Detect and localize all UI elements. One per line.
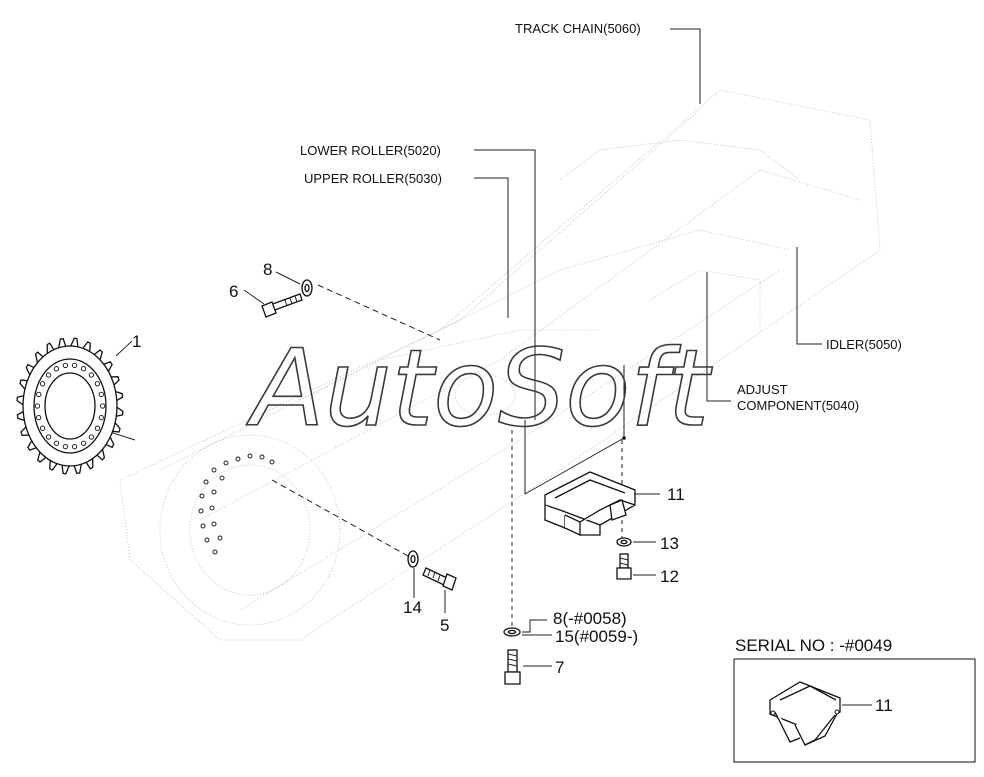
washer-part-13	[616, 537, 632, 547]
serial-inset: SERIAL NO : -#0049 11	[733, 636, 976, 763]
callout-12: 12	[660, 567, 679, 586]
sprocket-bolt-hole	[99, 403, 106, 409]
sprocket-bolt-hole	[88, 372, 95, 378]
callout-6: 6	[229, 282, 238, 301]
sprocket-part-1	[16, 337, 124, 475]
sprocket-bolt-hole	[53, 440, 60, 446]
label-idler: IDLER(5050)	[826, 337, 902, 352]
washer-part-8	[301, 279, 313, 297]
label-upper-roller: UPPER ROLLER(5030)	[304, 171, 442, 186]
bolt-part-12	[616, 553, 632, 580]
callout-11: 11	[667, 485, 685, 504]
sprocket-bolt-hole	[98, 414, 104, 421]
callout-8: 8	[263, 260, 272, 279]
inset-title: SERIAL NO : -#0049	[735, 636, 892, 655]
callout-7: 7	[555, 658, 564, 677]
label-adjust-line1: ADJUST	[737, 382, 788, 397]
inset-callout-11: 11	[875, 696, 893, 715]
bolt-part-6	[261, 293, 303, 318]
callout-8-serial: 8(-#0058)	[553, 609, 627, 628]
callout-1: 1	[132, 332, 141, 351]
ghost-undercarriage-frame	[119, 89, 881, 641]
sprocket-bolt-hole	[88, 434, 95, 440]
sprocket-bolt-hole	[94, 381, 101, 387]
sprocket-bolt-hole	[36, 391, 42, 398]
roller-guard-part-11	[544, 471, 636, 537]
sprocket-bolt-hole	[36, 414, 42, 421]
callout-14: 14	[403, 598, 422, 617]
sprocket-bolt-hole	[45, 372, 52, 378]
sprocket-hub-holes	[198, 453, 275, 555]
label-adjust-line2: COMPONENT(5040)	[737, 398, 859, 413]
label-leaders	[474, 28, 822, 495]
sprocket-bolt-hole	[98, 391, 104, 398]
sprocket-bolt-hole	[62, 362, 69, 369]
sprocket-bolt-hole	[71, 362, 78, 369]
watermark: AutoSoft	[246, 327, 713, 450]
label-track-chain: TRACK CHAIN(5060)	[515, 21, 641, 36]
sprocket-bolt-hole	[62, 443, 69, 450]
inset-guard-drawing	[769, 681, 841, 746]
sprocket-bolt-hole	[71, 443, 78, 450]
sprocket-bolt-hole	[39, 425, 46, 431]
callout-leaders	[115, 271, 660, 667]
sprocket-bolt-hole	[80, 366, 87, 372]
sprocket-bolt-hole	[80, 440, 87, 446]
washer-part-15	[503, 627, 521, 637]
sprocket-bolt-hole	[94, 425, 101, 431]
callout-15-serial: 15(#0059-)	[555, 627, 638, 646]
bolt-part-5	[422, 567, 457, 591]
bolt-part-7	[504, 649, 521, 685]
callout-13: 13	[660, 534, 679, 553]
sprocket-bolt-hole	[34, 403, 41, 409]
callout-5: 5	[440, 616, 449, 635]
label-lower-roller: LOWER ROLLER(5020)	[300, 143, 441, 158]
washer-part-14	[407, 550, 419, 568]
sprocket-bolt-hole	[39, 381, 46, 387]
sprocket-bolt-hole	[45, 434, 52, 440]
sprocket-bolt-hole	[53, 366, 60, 372]
